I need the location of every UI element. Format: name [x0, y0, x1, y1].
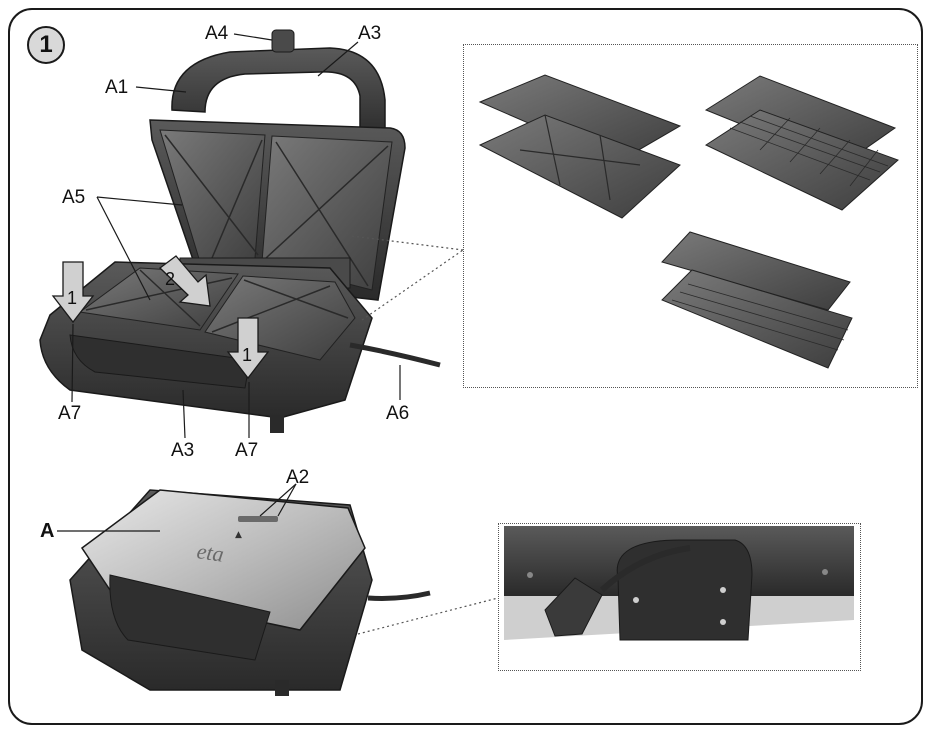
arrow-step-1-left: 1 [67, 288, 78, 308]
indicator-lights [238, 516, 278, 522]
cable-plug [544, 577, 603, 637]
grill-plates [661, 231, 853, 369]
figure-number-badge: 1 [27, 26, 65, 64]
label-A7-left: A7 [58, 403, 82, 424]
label-A: A [40, 520, 55, 542]
arrow-down-left [51, 261, 95, 324]
open-appliance [39, 29, 464, 439]
waffle-plates [704, 75, 899, 211]
power-cable [349, 342, 441, 368]
plates-detail-box [463, 44, 918, 388]
label-A2: A2 [286, 467, 310, 488]
sandwich-plates [478, 74, 682, 219]
figure-number: 1 [39, 31, 53, 58]
label-A1: A1 [105, 77, 129, 98]
grill-plate [661, 269, 853, 369]
eta-logo: eta [195, 538, 225, 566]
arrow-step-1-right: 1 [242, 345, 253, 365]
arrow-diagonal [158, 255, 211, 307]
arrow-step-2: 2 [165, 269, 176, 289]
power-cable [367, 590, 431, 601]
cord-wrap [616, 539, 753, 641]
foot [270, 415, 284, 433]
arrow-down-right [226, 317, 270, 380]
lock-knob [271, 29, 295, 53]
closed-appliance: ▲ eta [57, 483, 499, 696]
foot [275, 680, 289, 696]
sandwich-plate [478, 114, 681, 219]
bottom-detail-box [498, 523, 861, 671]
upper-handle [171, 47, 386, 141]
label-A7-right: A7 [235, 440, 259, 461]
label-A4: A4 [205, 23, 229, 44]
label-A6: A6 [386, 403, 410, 424]
label-A5: A5 [62, 187, 86, 208]
lid-plate-right [261, 135, 393, 291]
warning-symbol: ▲ [235, 530, 242, 540]
label-A3-top: A3 [358, 23, 382, 44]
waffle-plate [704, 109, 899, 211]
base-handle [69, 334, 251, 389]
label-A3-bottom: A3 [171, 440, 195, 461]
closed-handle [109, 574, 271, 661]
cord-storage-detail [504, 526, 854, 641]
